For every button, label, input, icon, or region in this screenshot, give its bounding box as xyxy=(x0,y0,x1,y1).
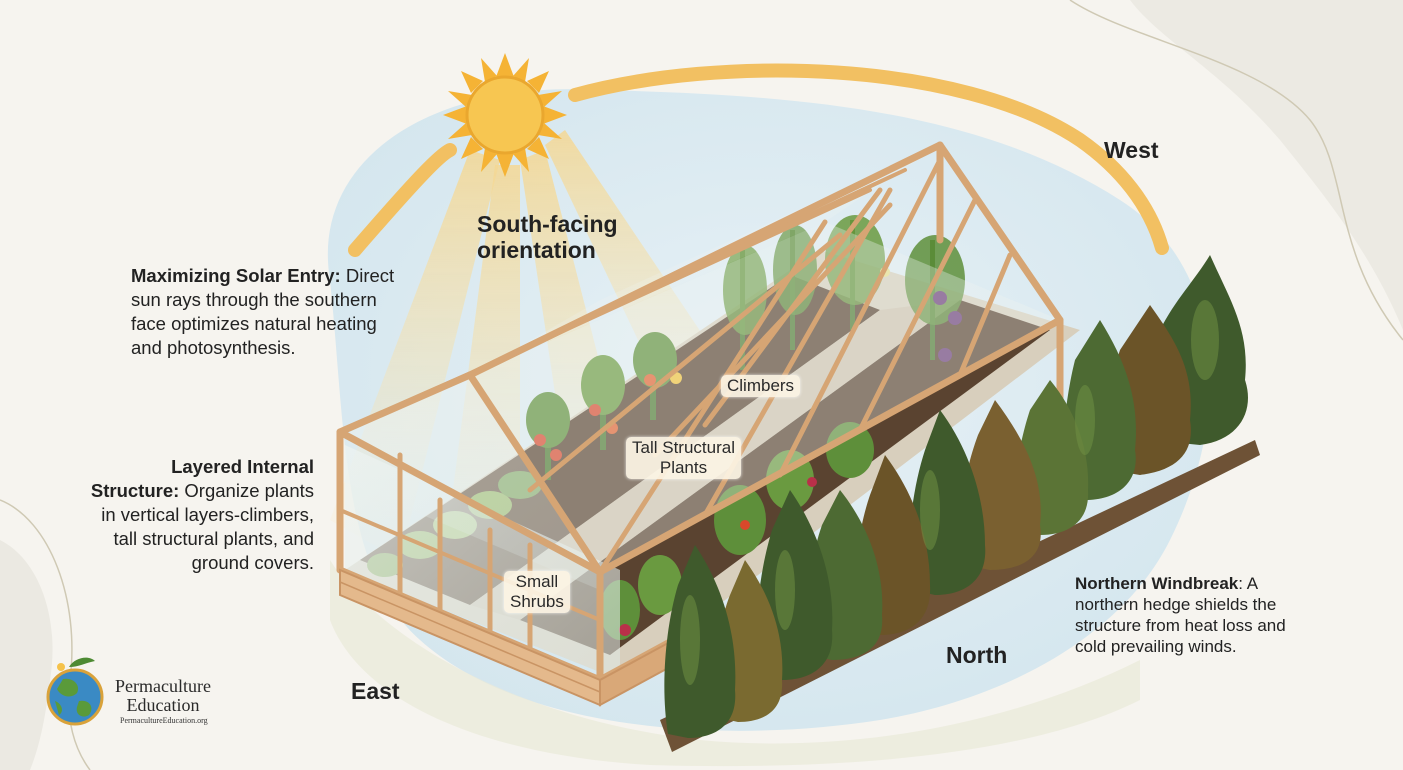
note-layered-title-2: Structure: xyxy=(90,480,180,501)
note-windbreak-body-4: cold prevailing winds. xyxy=(1075,637,1237,656)
note-windbreak-body-2: northern hedge shields the xyxy=(1075,595,1277,614)
tag-shrubs-line-1: Small xyxy=(515,572,559,591)
corner-curve-top-right xyxy=(1069,0,1403,341)
note-layered-structure: Layered Internal Structure: Organize pla… xyxy=(40,455,314,575)
tag-shrubs-line-2: Shrubs xyxy=(510,592,564,611)
note-layered-body-1: Organize plants xyxy=(184,480,314,501)
label-south-line-2: orientation xyxy=(477,237,596,263)
corner-curve-bottom-left xyxy=(0,499,91,770)
label-east: East xyxy=(351,678,400,704)
note-layered-body-3: tall structural plants, and xyxy=(113,528,314,549)
note-windbreak-body-3: structure from heat loss and xyxy=(1075,616,1286,635)
tag-climbers: Climbers xyxy=(721,375,801,397)
note-layered-title-1: Layered Internal xyxy=(171,456,314,477)
note-windbreak-title: Northern Windbreak xyxy=(1075,574,1239,593)
note-solar-body-4: and photosynthesis. xyxy=(131,337,296,358)
glass-roof-south xyxy=(340,222,1060,572)
note-solar-body-1: Direct xyxy=(345,265,395,286)
ground-blob xyxy=(330,560,1140,767)
note-solar-title: Maximizing Solar Entry: xyxy=(131,265,341,286)
label-south-facing: South-facing orientation xyxy=(477,211,618,263)
note-northern-windbreak: Northern Windbreak: A northern hedge shi… xyxy=(1075,573,1335,657)
tag-tall-line-2: Plants xyxy=(659,458,708,477)
corner-wash-bottom-left xyxy=(0,540,53,770)
note-layered-body-4: ground covers. xyxy=(191,552,314,573)
corner-wash-top-right xyxy=(1130,0,1403,330)
tag-small-shrubs: Small Shrubs xyxy=(504,571,570,613)
label-south-line-1: South-facing xyxy=(477,211,618,237)
logo-url: PermacultureEducation.org xyxy=(120,716,208,725)
tomato-plants xyxy=(526,332,682,480)
hedge-highlights xyxy=(680,300,1219,685)
note-solar-entry: Maximizing Solar Entry: Direct sun rays … xyxy=(131,264,431,360)
label-north: North xyxy=(946,642,1008,668)
note-windbreak-body-1: : A xyxy=(1238,574,1259,593)
note-layered-body-2: in vertical layers-climbers, xyxy=(101,504,314,525)
logo-name: Permaculture Education xyxy=(108,677,218,715)
tag-tall-structural-plants: Tall Structural Plants xyxy=(626,437,741,479)
sun-icon xyxy=(443,53,567,177)
sun-path-arc xyxy=(348,63,1169,257)
logo-name-line-1: Permaculture xyxy=(115,676,211,696)
logo-name-line-2: Education xyxy=(126,695,200,715)
label-west: West xyxy=(1104,137,1159,163)
tag-tall-line-1: Tall Structural xyxy=(632,438,735,457)
globe-icon xyxy=(46,657,104,726)
note-solar-body-2: sun rays through the southern xyxy=(131,289,377,310)
note-solar-body-3: face optimizes natural heating xyxy=(131,313,377,334)
